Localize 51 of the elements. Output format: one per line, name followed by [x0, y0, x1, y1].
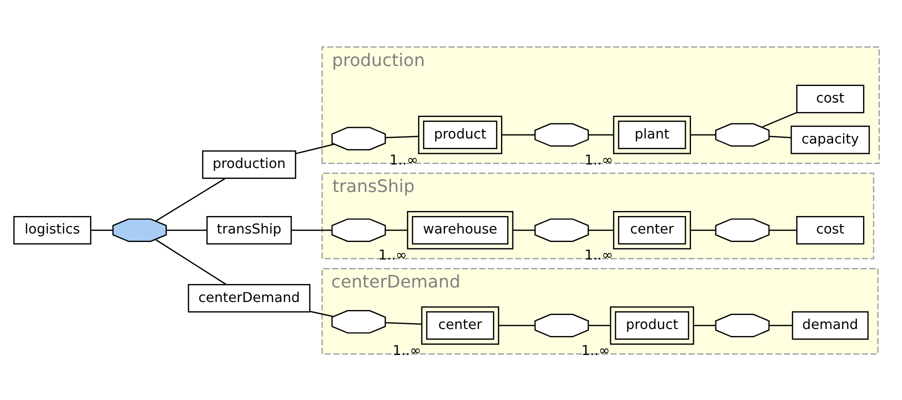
connector	[309, 310, 333, 317]
node-box: cost	[796, 84, 864, 113]
node-label: 1..∞	[389, 152, 418, 168]
node-box: centerDemand	[187, 284, 310, 312]
connector	[768, 324, 792, 326]
node-label: 1..∞	[378, 247, 407, 264]
node-box: product	[418, 115, 502, 154]
node-octagon	[534, 313, 588, 337]
connector	[588, 324, 610, 326]
connector	[290, 229, 332, 230]
connector	[154, 177, 226, 222]
node-box: center	[612, 210, 690, 249]
connector	[690, 134, 716, 136]
connector	[384, 229, 407, 230]
node-box: plant	[612, 115, 690, 154]
node-box: center	[420, 306, 499, 344]
node-octagon	[714, 122, 770, 146]
connector	[90, 229, 112, 230]
node-box: warehouse	[406, 210, 513, 249]
connector	[384, 322, 422, 324]
connector	[588, 229, 613, 230]
node-octagon	[714, 313, 770, 337]
connector	[690, 229, 716, 230]
node-box: logistics	[12, 215, 91, 244]
node-label: 1..∞	[584, 247, 613, 264]
node-octagon	[330, 218, 386, 242]
connector	[761, 112, 796, 128]
connector	[512, 229, 534, 230]
connector	[384, 135, 418, 138]
node-box: product	[609, 306, 694, 344]
node-label: 1..∞	[584, 152, 613, 168]
connector	[768, 135, 791, 138]
node-octagon	[534, 218, 588, 242]
node-box: cost	[796, 215, 864, 244]
node-box: capacity	[790, 125, 870, 154]
connector	[693, 324, 715, 326]
node-box: transShip	[206, 215, 292, 244]
node-octagon	[330, 310, 386, 334]
node-box: demand	[791, 310, 868, 340]
node-box: production	[202, 150, 296, 178]
connector	[166, 229, 206, 230]
connector	[295, 143, 334, 154]
connector	[154, 238, 226, 284]
connector	[768, 229, 796, 230]
connector	[501, 134, 534, 136]
connector	[498, 324, 534, 326]
connector	[588, 134, 613, 136]
node-octagon	[534, 122, 588, 146]
node-octagon	[112, 218, 166, 242]
node-octagon	[330, 126, 386, 150]
node-octagon	[714, 218, 770, 242]
